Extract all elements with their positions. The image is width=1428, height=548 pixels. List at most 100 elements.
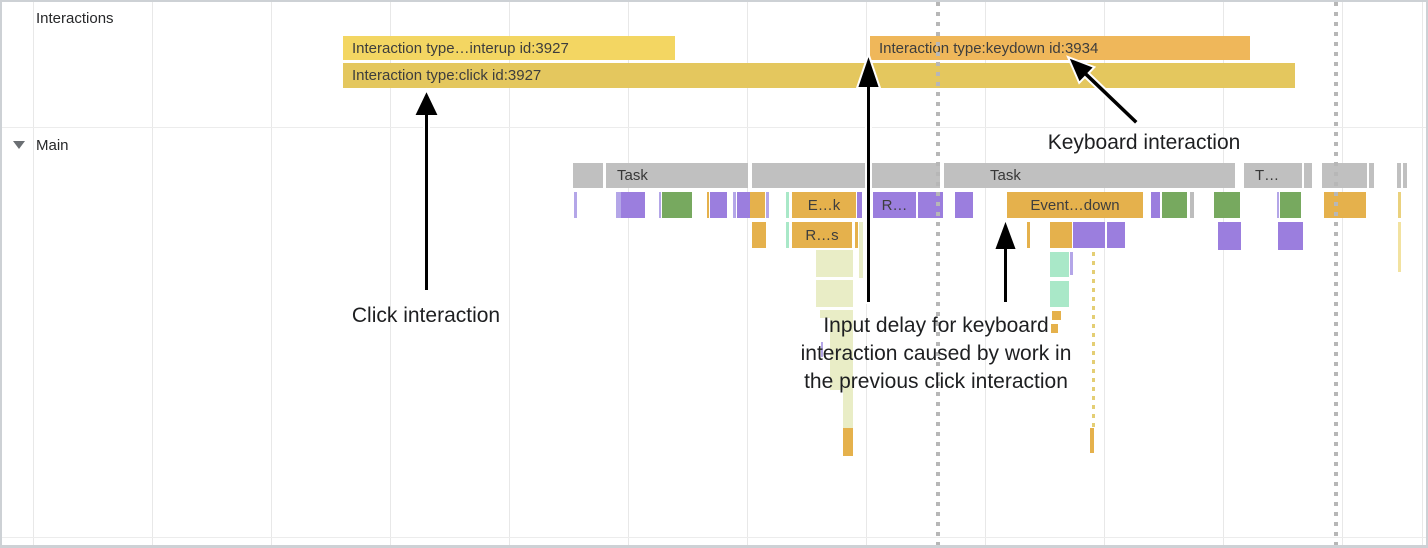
frame-border-top [0,0,1428,2]
annotation-input-delay: Input delay for keyboard interaction cau… [801,312,1072,396]
flame-chart-segment[interactable] [1324,192,1366,218]
task-bar-label: T… [1255,167,1280,184]
task-bar[interactable]: Task [944,163,1235,188]
interaction-boundary-guide [936,2,940,545]
flame-chart-segment[interactable] [1398,222,1401,272]
flame-chart-segment[interactable] [1277,192,1279,218]
interaction-boundary-guide [1334,2,1338,545]
flame-chart-segment[interactable] [830,310,853,390]
flame-chart-segment[interactable] [737,192,750,218]
flame-chart-segment[interactable] [843,390,853,428]
flame-chart-segment[interactable] [1162,192,1187,218]
flame-chart-segment[interactable] [574,192,577,218]
flame-chart-segment-label: Event…down [1030,196,1120,214]
frame-border-bottom [0,545,1428,548]
interaction-bar-keydown[interactable]: Interaction type:keydown id:3934 [870,36,1250,60]
flame-chart-segment[interactable] [843,428,853,456]
flame-chart-segment[interactable] [1280,192,1301,218]
flame-chart-segment[interactable] [1090,428,1094,453]
timeline-gridline [390,2,391,545]
flame-chart-segment[interactable] [816,280,853,307]
flame-chart-segment[interactable] [859,222,863,278]
flame-chart-segment[interactable] [710,192,727,218]
flame-chart-segment[interactable] [733,192,736,218]
flame-chart-segment[interactable] [855,222,858,248]
flame-chart-segment[interactable] [1050,252,1069,277]
interaction-bar-click-label: Interaction type:click id:3927 [352,67,542,84]
flame-chart-segment[interactable] [1050,222,1072,248]
flame-chart-segment[interactable]: R…s [792,222,852,248]
flame-chart-segment[interactable] [707,192,709,218]
annotation-click-interaction: Click interaction [351,304,501,327]
timeline-gridline [985,2,986,545]
annotation-input-delay-line2: interaction caused by work in [800,342,1072,365]
click-annotation-arrow [412,87,441,292]
task-bar[interactable] [1403,163,1407,188]
timeline-gridline [271,2,272,545]
flame-chart-segment[interactable] [750,192,765,218]
flame-chart-segment[interactable] [1052,311,1061,320]
flame-chart-segment[interactable] [1278,222,1303,250]
interaction-bar-keydown-label: Interaction type:keydown id:3934 [879,39,1099,57]
flame-chart-segment-label: R… [881,196,908,214]
task-bar[interactable] [1369,163,1374,188]
task-bar[interactable] [1322,163,1367,188]
flame-chart-segment[interactable] [1073,222,1105,248]
task-bar-label: Task [617,167,648,184]
flame-chart-segment[interactable] [1190,192,1194,218]
interaction-bar-pointerup[interactable]: Interaction type…interup id:3927 [343,36,675,60]
task-bar[interactable]: T… [1244,163,1302,188]
interactions-track-label[interactable]: Interactions [36,10,114,27]
flame-chart-segment[interactable]: R… [873,192,916,218]
timeline-gridline [747,2,748,545]
pending-activity-column [1092,252,1095,428]
task-bar[interactable] [573,163,603,188]
frame-border-left [0,0,2,548]
timeline-gridline [1223,2,1224,545]
flame-chart-segment[interactable] [816,250,853,277]
track-separator-line [2,537,1426,538]
flame-chart-segment[interactable] [955,192,973,218]
frame-border-right [1426,0,1428,548]
task-bar[interactable] [1304,163,1312,188]
flame-chart-segment[interactable] [1151,192,1160,218]
flame-chart-segment[interactable] [659,192,661,218]
flame-chart-segment[interactable] [1218,222,1241,250]
timeline-gridline [33,2,34,545]
flame-chart-segment[interactable] [786,222,789,248]
task-bar[interactable] [1397,163,1401,188]
task-bar[interactable] [752,163,940,188]
flame-chart-segment[interactable] [786,192,789,218]
flame-chart-segment-label: E…k [807,196,841,214]
flame-chart-segment[interactable] [821,342,823,357]
interaction-bar-pointerup-label: Interaction type…interup id:3927 [352,39,569,57]
flame-chart-segment[interactable] [1027,222,1030,248]
flame-chart-segment[interactable] [621,192,645,218]
timeline-gridline [1422,2,1423,545]
main-track-label[interactable]: Main [36,137,69,154]
flame-chart-segment[interactable] [1070,252,1073,275]
flame-chart-segment[interactable] [1051,324,1058,333]
annotation-input-delay-line1: Input delay for keyboard [823,314,1049,337]
flame-chart-segment[interactable] [857,192,862,218]
flame-chart-segment[interactable] [662,192,692,218]
flame-chart-segment[interactable] [1050,281,1069,307]
flame-chart-segment[interactable] [1107,222,1125,248]
flame-chart-segment[interactable] [1214,192,1240,218]
collapse-triangle-icon[interactable] [13,141,25,149]
flame-chart-segment[interactable]: E…k [792,192,856,218]
timeline-gridline [152,2,153,545]
flame-chart-segment[interactable] [616,192,621,218]
flame-chart-segment[interactable] [766,192,769,218]
task-bar[interactable]: Task [606,163,748,188]
task-bar-label: Task [990,167,1021,184]
annotation-keyboard-interaction: Keyboard interaction [1047,131,1241,154]
flame-chart-segment[interactable] [1398,192,1401,218]
timeline-gridline [1104,2,1105,545]
flame-chart-segment[interactable]: Event…down [1007,192,1143,218]
flame-chart-segment[interactable] [752,222,766,248]
annotation-input-delay-line3: the previous click interaction [804,370,1068,393]
timeline-gridline [628,2,629,545]
timeline-gridline [1342,2,1343,545]
interaction-bar-click[interactable]: Interaction type:click id:3927 [343,63,1295,88]
